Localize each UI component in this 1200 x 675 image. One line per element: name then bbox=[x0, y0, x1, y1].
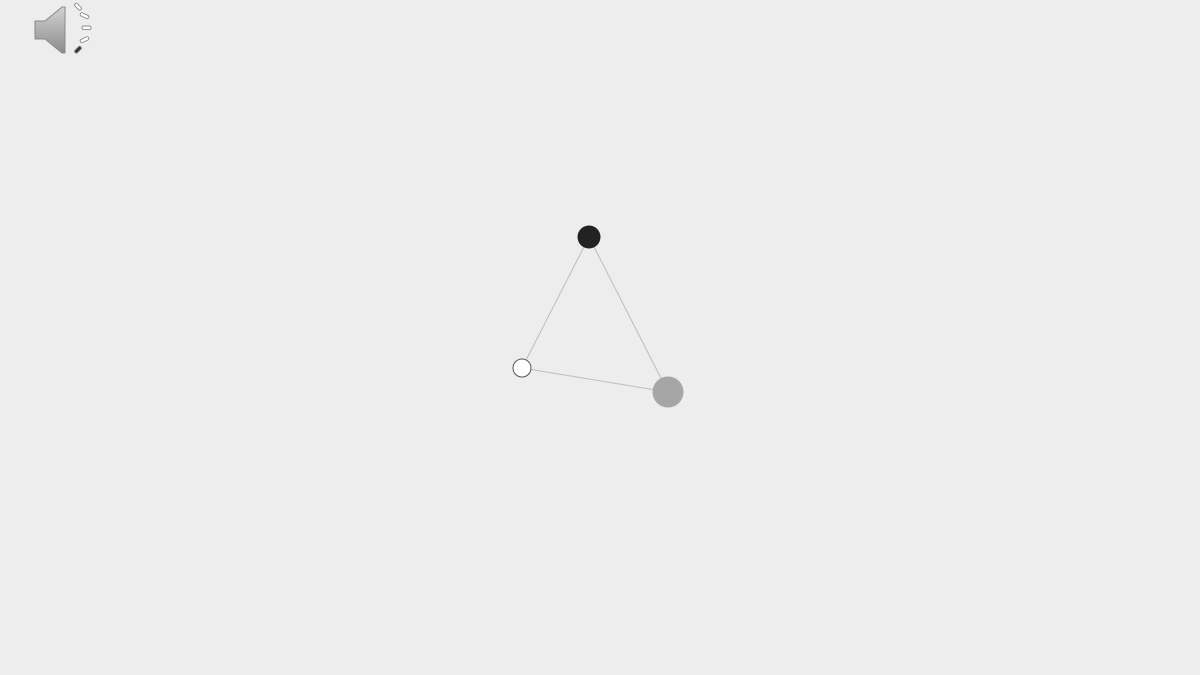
node-right[interactable] bbox=[652, 376, 684, 408]
edge-left-right bbox=[521, 367, 669, 393]
edge-top-right bbox=[588, 236, 669, 393]
node-top[interactable] bbox=[577, 225, 601, 249]
audio-playback-button[interactable] bbox=[30, 2, 96, 60]
node-left[interactable] bbox=[512, 358, 532, 378]
speaker-volume-icon bbox=[34, 2, 92, 54]
edge-top-left bbox=[521, 236, 590, 369]
